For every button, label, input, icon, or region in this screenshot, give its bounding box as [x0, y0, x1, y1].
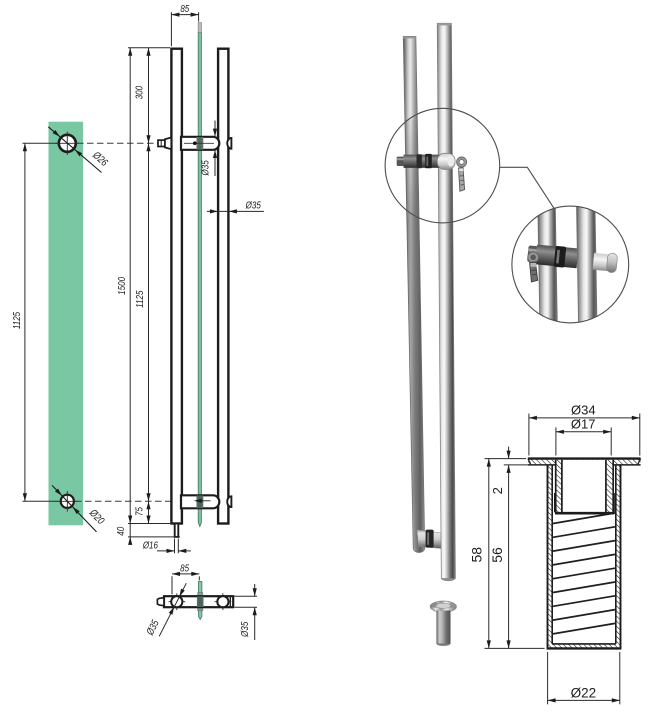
svg-text:58: 58: [469, 547, 485, 563]
svg-text:Ø22: Ø22: [571, 685, 597, 700]
svg-text:1125: 1125: [11, 311, 22, 329]
svg-text:1125: 1125: [134, 290, 145, 308]
svg-text:Ø35: Ø35: [245, 199, 262, 210]
svg-text:85: 85: [180, 563, 190, 574]
svg-text:Ø26: Ø26: [89, 149, 110, 170]
svg-text:40: 40: [115, 526, 126, 536]
svg-text:Ø34: Ø34: [571, 402, 596, 417]
svg-text:Ø16: Ø16: [142, 539, 159, 550]
svg-text:300: 300: [133, 85, 144, 99]
svg-text:85: 85: [180, 3, 190, 14]
svg-text:Ø35: Ø35: [200, 160, 211, 177]
svg-text:Ø17: Ø17: [571, 417, 596, 432]
svg-text:1500: 1500: [116, 276, 127, 295]
svg-text:56: 56: [489, 547, 505, 563]
svg-text:Ø35: Ø35: [239, 621, 250, 638]
svg-text:2: 2: [490, 487, 505, 494]
svg-text:Ø35: Ø35: [144, 618, 162, 638]
svg-text:75: 75: [134, 506, 145, 516]
